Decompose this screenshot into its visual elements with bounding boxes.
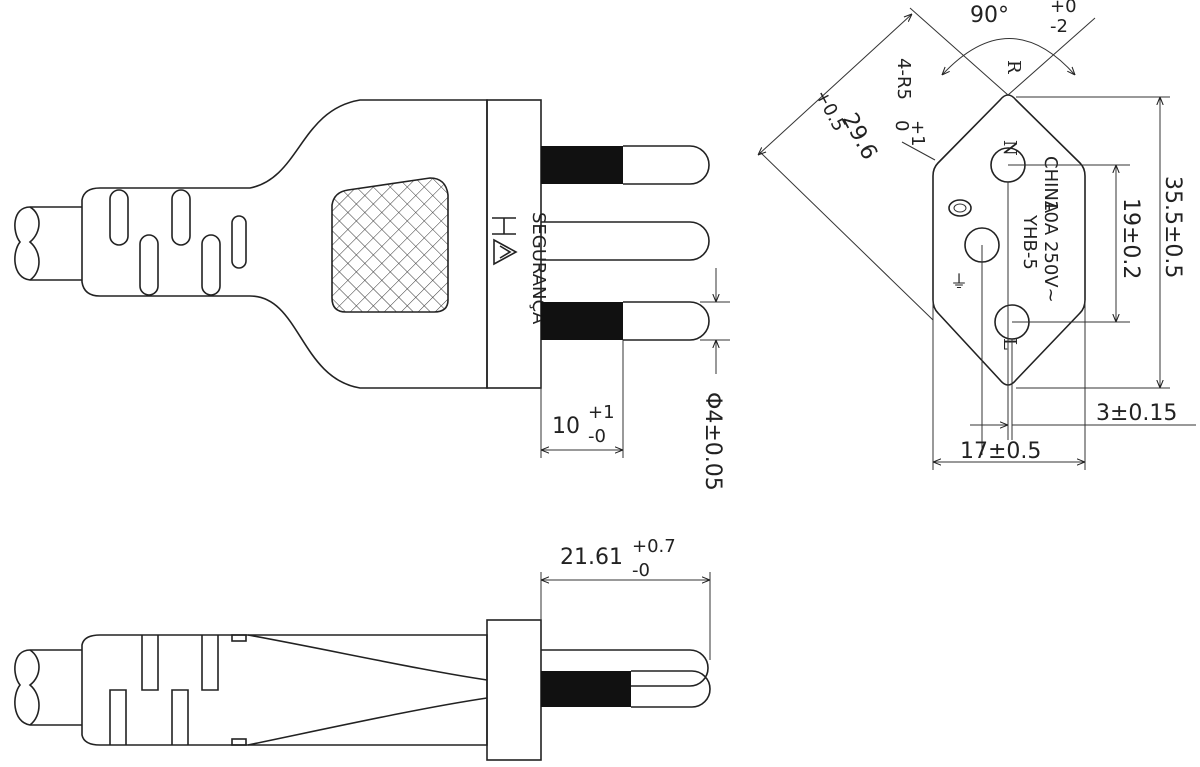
plug-top-view [14, 619, 711, 761]
dim-angle: 90° +0 -2 R [909, 0, 1096, 96]
pin-diameter-value: Φ4±0.05 [700, 392, 725, 491]
angle-value: 90° [970, 3, 1009, 28]
top-grip-grooves [109, 634, 247, 746]
line-label: L [999, 338, 1020, 350]
ccc-logo-icon [948, 199, 972, 217]
pin-earth [541, 221, 710, 261]
pin-spacing-value: 19±0.2 [1118, 198, 1143, 279]
dim-plug-depth: 21.61 +0.7 -0 [540, 536, 711, 660]
plug-depth-lower: -0 [632, 560, 650, 581]
offset-value: 3±0.15 [1096, 401, 1177, 426]
dim-height: 35.5±0.5 [1016, 96, 1185, 389]
socket-line [994, 304, 1130, 340]
neutral-label: N [999, 140, 1020, 156]
dim-width: 17±0.5 [932, 300, 1086, 470]
dim-corner-radius: 4-R5 +1 0 [891, 58, 936, 161]
body-contour-upper [247, 634, 488, 681]
diagonal-tol: +0.5 [811, 86, 850, 134]
plug-face-view: N L CHINA 10A 250V~ YHB-5 ⏚ [932, 94, 1130, 455]
radius-label: R [1003, 60, 1024, 74]
angle-lower: -2 [1050, 16, 1068, 37]
angle-upper: +0 [1050, 0, 1077, 17]
plug-top-collar [486, 619, 542, 761]
dim-offset: 3±0.15 [970, 182, 1196, 440]
model-text: YHB-5 [1019, 214, 1040, 270]
plug-depth-upper: +0.7 [632, 536, 676, 557]
cable-bottom [14, 649, 82, 726]
plug-depth-value: 21.61 [560, 545, 623, 570]
top-pins [541, 649, 711, 708]
earth-symbol-icon: ⏚ [950, 272, 968, 293]
dim-pin-diameter: Φ4±0.05 [700, 268, 730, 491]
pin-length-upper: +1 [588, 402, 615, 423]
pin-neutral [541, 145, 710, 185]
grip-grooves [109, 189, 247, 296]
certification-text: SEGURANÇA [528, 212, 549, 325]
pin-length-value: 10 [552, 414, 580, 439]
certification-mark: SEGURANÇA [528, 212, 549, 325]
face-outline [932, 94, 1086, 386]
body-contour-lower [247, 697, 488, 746]
socket-earth [964, 227, 1000, 455]
corner-radius-value: 4-R5 [893, 58, 914, 100]
plug-side-view: SEGURANÇA [14, 99, 710, 389]
plug-collar [486, 99, 542, 389]
cable [14, 206, 82, 281]
country-text: CHINA [1040, 156, 1061, 214]
dim-pin-spacing: 19±0.2 [1045, 164, 1143, 322]
pin-line [541, 301, 710, 341]
pin-length-lower: -0 [588, 426, 606, 447]
width-value: 17±0.5 [960, 439, 1041, 464]
dim-pin-length: 10 +1 -0 [540, 340, 624, 458]
cert-logo-icon [492, 217, 518, 266]
height-value: 35.5±0.5 [1160, 176, 1185, 278]
grip-pad [331, 177, 449, 313]
rating-text: 10A 250V~ [1040, 200, 1061, 303]
corner-radius-lower: 0 [891, 120, 912, 131]
